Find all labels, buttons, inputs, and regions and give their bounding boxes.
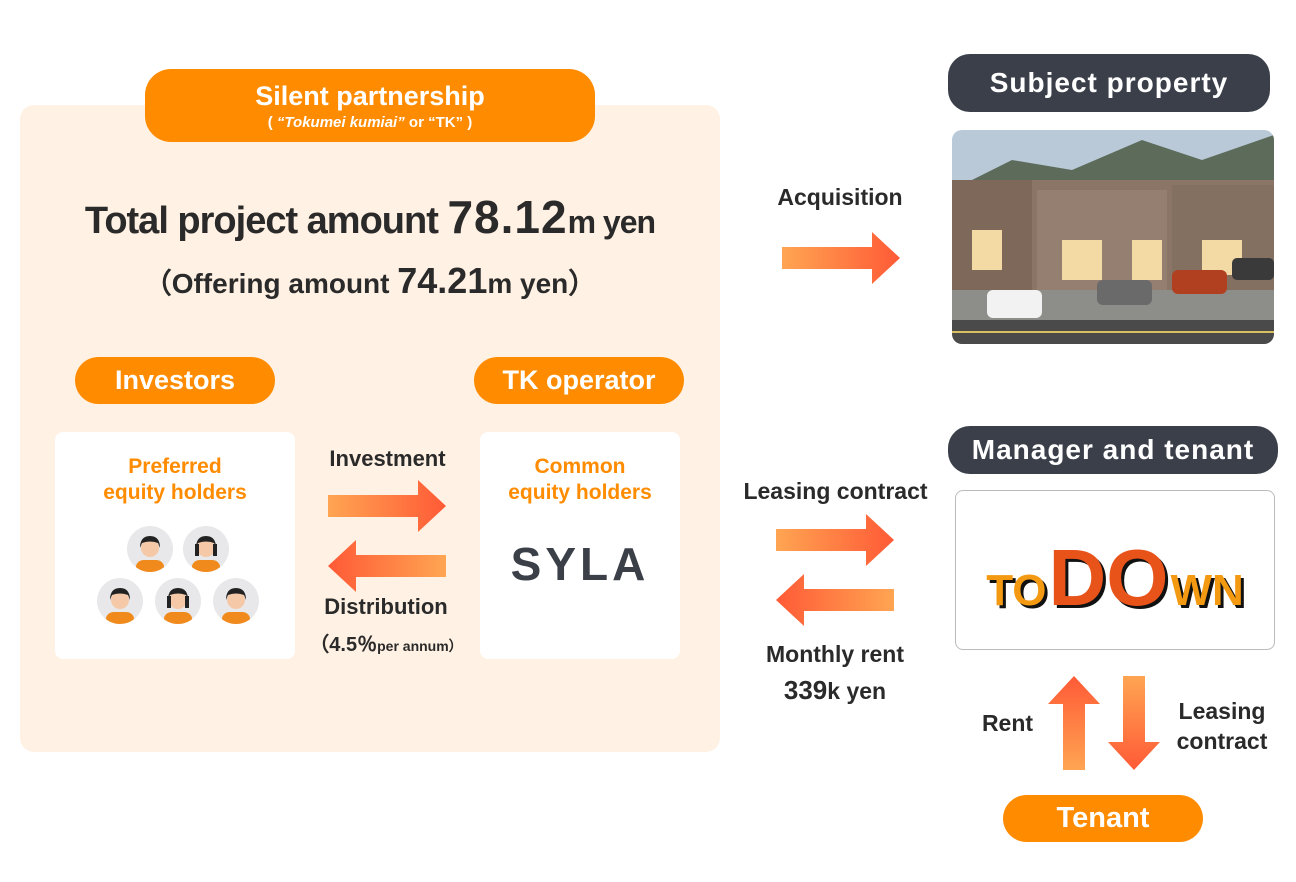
subtitle-rest: or “TK” ) bbox=[404, 113, 473, 131]
subtitle-open: ( bbox=[267, 113, 277, 131]
investment-label: Investment bbox=[329, 446, 446, 471]
acquisition-label: Acquisition bbox=[777, 184, 903, 210]
card-line1: Preferred bbox=[128, 455, 222, 478]
rate-value: 4.5％ bbox=[329, 634, 378, 656]
syla-logo: SYLA bbox=[510, 538, 650, 590]
investors-pill: Investors bbox=[75, 357, 275, 404]
rent-unit: k yen bbox=[827, 678, 887, 704]
leasing-contract-label: Leasing contract bbox=[743, 478, 928, 504]
monthly-rent-arrow bbox=[776, 574, 894, 626]
card-line1: Common bbox=[534, 455, 626, 478]
investors-card-title: Preferred equity holders bbox=[55, 454, 295, 506]
investor-avatar-icon bbox=[127, 526, 173, 572]
offering-prefix: （Offering amount bbox=[143, 268, 390, 299]
investor-avatar-icon bbox=[97, 578, 143, 624]
distribution-arrow bbox=[328, 540, 446, 592]
card-line2: equity holders bbox=[103, 481, 247, 504]
todown-card: TODOWN bbox=[955, 490, 1275, 650]
subtitle-italic: “Tokumei kumiai” bbox=[276, 113, 405, 131]
total-value: 78.12 bbox=[447, 191, 568, 243]
total-prefix: Total project amount bbox=[84, 200, 439, 242]
silent-partnership-subtitle: ( “Tokumei kumiai” or “TK” ) bbox=[268, 114, 472, 131]
subject-property-image bbox=[952, 130, 1274, 344]
offering-amount: （Offering amount 74.21m yen） bbox=[20, 260, 720, 302]
line1: Leasing bbox=[1178, 698, 1266, 724]
tk-operator-card: Common equity holders SYLA bbox=[480, 432, 680, 659]
monthly-rent-label: Monthly rent bbox=[766, 641, 904, 667]
rate-unit: per annum） bbox=[377, 638, 463, 654]
manager-tenant-pill: Manager and tenant bbox=[948, 426, 1278, 474]
total-unit: m yen bbox=[567, 204, 656, 240]
investor-avatar-icon bbox=[183, 526, 229, 572]
monthly-rent-value: 339k yen bbox=[750, 675, 920, 706]
svg-text:TODOWN: TODOWN bbox=[986, 533, 1244, 622]
distribution-rate: （4.5％per annum） bbox=[296, 628, 476, 657]
tk-operator-pill: TK operator bbox=[474, 357, 684, 404]
silent-partnership-pill: Silent partnership ( “Tokumei kumiai” or… bbox=[145, 69, 595, 142]
leasing-contract-arrow bbox=[776, 514, 894, 566]
offering-unit: m yen） bbox=[487, 268, 597, 299]
investor-avatar-icon bbox=[213, 578, 259, 624]
rent-up-arrow bbox=[1048, 676, 1100, 770]
rate-open: （ bbox=[309, 634, 330, 656]
rent-number: 339 bbox=[783, 675, 828, 705]
investor-avatar-icon bbox=[155, 578, 201, 624]
offering-value: 74.21 bbox=[397, 260, 488, 301]
distribution-label: Distribution bbox=[324, 594, 448, 619]
tk-operator-card-title: Common equity holders bbox=[480, 454, 680, 506]
todown-logo: TODOWN bbox=[986, 533, 1244, 622]
investors-card: Preferred equity holders bbox=[55, 432, 295, 659]
tenant-pill: Tenant bbox=[1003, 795, 1203, 842]
rent-label: Rent bbox=[981, 710, 1034, 736]
silent-partnership-title: Silent partnership bbox=[255, 80, 485, 111]
total-project-amount: Total project amount 78.12m yen bbox=[20, 190, 720, 244]
leasing-down-arrow bbox=[1108, 676, 1160, 770]
line2: contract bbox=[1176, 728, 1268, 754]
tenant-leasing-contract-label: Leasing contract bbox=[1162, 696, 1282, 756]
acquisition-arrow bbox=[782, 232, 900, 284]
subject-property-pill: Subject property bbox=[948, 54, 1270, 112]
investment-arrow bbox=[328, 480, 446, 532]
card-line2: equity holders bbox=[508, 481, 652, 504]
